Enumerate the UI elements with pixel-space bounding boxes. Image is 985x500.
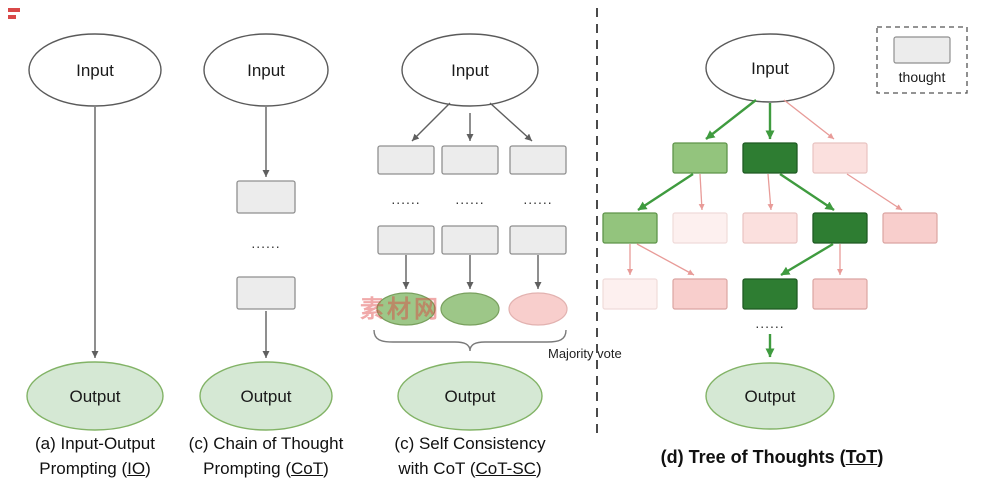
cotsc-chain1-box2 — [377, 225, 435, 255]
tot-l1-box-pink — [812, 142, 868, 174]
io-output-node — [26, 361, 164, 431]
cot-input-label: Input — [247, 61, 285, 80]
tot-arrow-l1b2-to-l2b3 — [767, 173, 774, 211]
cotsc-chain2-box1 — [441, 145, 499, 175]
majority-vote-brace — [373, 329, 567, 352]
cotsc-dots-1: ...... — [391, 191, 420, 207]
tot-l1-box-green — [672, 142, 728, 174]
legend-thought-label: thought — [899, 69, 946, 85]
caption-cotsc-line2: with CoT (CoT-SC) — [398, 459, 542, 478]
cotsc-answer-pink — [508, 292, 568, 326]
legend-thought: thought — [876, 26, 968, 94]
caption-cot-line1: (c) Chain of Thought — [188, 434, 344, 453]
cotsc-input-label: Input — [451, 61, 489, 80]
cot-dots: ...... — [251, 235, 280, 251]
tot-l3-box-pink-2 — [812, 278, 868, 310]
tot-arrow-l1b2-to-l2b4 — [779, 173, 835, 211]
caption-cot-line2: Prompting (CoT) — [203, 459, 329, 478]
caption-cotsc: (c) Self Consistency with CoT (CoT-SC) — [360, 431, 580, 481]
cot-input-node — [203, 33, 329, 107]
cotsc-branch-arrow-left — [411, 102, 451, 142]
cotsc-chain3-box1 — [509, 145, 567, 175]
caption-io-line2: Prompting (IO) — [39, 459, 151, 478]
legend-thought-box — [893, 36, 951, 64]
tot-l3-box-darkgreen — [742, 278, 798, 310]
cotsc-dots-3: ...... — [523, 191, 552, 207]
caption-cot: (c) Chain of Thought Prompting (CoT) — [156, 431, 376, 481]
tot-l2-box-faintpink-1 — [672, 212, 728, 244]
tot-arrow-l1b1-to-l2b2 — [698, 173, 705, 211]
corner-watermark-icon — [8, 8, 20, 20]
cotsc-dots-2: ...... — [455, 191, 484, 207]
caption-io-line1: (a) Input-Output — [34, 434, 155, 453]
cot-output-label: Output — [240, 387, 291, 406]
panel-tot: Input thought — [602, 26, 968, 430]
tot-arrow-l2b4-to-l3b3 — [780, 242, 834, 277]
caption-tot-text: (d) Tree of Thoughts (ToT) — [660, 447, 884, 467]
cotsc-answer-green-1 — [376, 292, 436, 326]
caption-cotsc-line1: (c) Self Consistency — [394, 434, 546, 453]
cot-thought-box-1 — [236, 180, 296, 214]
io-input-node — [28, 33, 162, 107]
tot-l2-box-darkgreen — [812, 212, 868, 244]
tot-input-node — [705, 33, 835, 103]
cotsc-answer-green-2 — [440, 292, 500, 326]
cotsc-chain2-box2 — [441, 225, 499, 255]
panel-io: Input Output — [26, 33, 164, 431]
tot-l2-box-pink — [882, 212, 938, 244]
tot-arrow-input-to-l1b3 — [783, 99, 835, 140]
tot-arrow-l2b1-to-l3b2 — [636, 243, 695, 276]
watermark-text: 素材网 — [360, 296, 441, 323]
cot-output-node — [199, 361, 333, 431]
tot-l3-box-pink-1 — [672, 278, 728, 310]
tot-dots: ...... — [755, 315, 784, 331]
cotsc-chain3-box2 — [509, 225, 567, 255]
tot-arrow-l1b1-to-l2b1 — [637, 172, 694, 212]
cot-thought-box-2 — [236, 276, 296, 310]
cotsc-branch-arrow-right — [489, 102, 533, 142]
cotsc-chain1-box1 — [377, 145, 435, 175]
caption-io: (a) Input-Output Prompting (IO) — [0, 431, 205, 481]
tot-arrow-l1b3-to-l2b5 — [846, 173, 903, 211]
tot-l2-box-green — [602, 212, 658, 244]
tot-l1-box-darkgreen — [742, 142, 798, 174]
tot-l2-box-lightpink — [742, 212, 798, 244]
tot-input-label: Input — [751, 59, 789, 78]
cotsc-output-node — [397, 361, 543, 431]
panel-cot: Input ...... Output — [199, 33, 333, 431]
tot-output-label: Output — [744, 387, 795, 406]
cotsc-input-node — [401, 33, 539, 107]
cotsc-output-label: Output — [444, 387, 495, 406]
io-input-label: Input — [76, 61, 114, 80]
caption-tot: (d) Tree of Thoughts (ToT) — [622, 445, 922, 470]
tot-l3-box-faintpink — [602, 278, 658, 310]
majority-vote-label: Majority vote — [548, 346, 622, 361]
io-output-label: Output — [69, 387, 120, 406]
tot-arrow-input-to-l1b1 — [705, 99, 757, 140]
tot-output-node — [705, 362, 835, 430]
panel-cotsc: Input ...... ...... ...... 素材网 Majority … — [360, 33, 622, 431]
